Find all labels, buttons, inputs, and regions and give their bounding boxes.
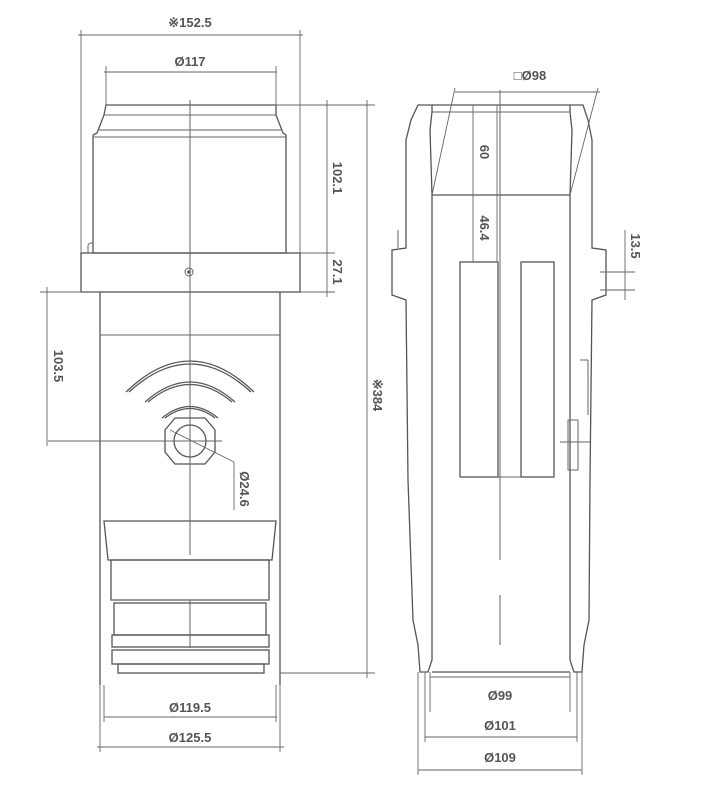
top-depth-label: 60 xyxy=(477,145,492,159)
lower-inner-diameter-label: Ø119.5 xyxy=(169,700,211,715)
bottom-inner-diameter-label: Ø99 xyxy=(488,688,513,703)
flange-thickness-label: 13.5 xyxy=(628,233,643,258)
hole-diameter-label: Ø24.6 xyxy=(237,471,252,506)
overall-width-label: ※152.5 xyxy=(168,15,211,30)
top-square-label: □Ø98 xyxy=(514,68,546,83)
lower-outer-diameter-label: Ø125.5 xyxy=(169,730,212,745)
front-view: ※152.5 Ø117 102.1 27.1 ※384 103.5 Ø24.6 … xyxy=(40,15,385,752)
inner-depth-label: 46.4 xyxy=(477,215,492,241)
bottom-outer-diameter-label: Ø109 xyxy=(484,750,516,765)
upper-height-label: 102.1 xyxy=(330,162,345,195)
bottom-mid-diameter-label: Ø101 xyxy=(484,718,516,733)
total-height-label: ※384 xyxy=(370,379,385,412)
section-view: □Ø98 60 46.4 13.5 Ø99 Ø101 Ø109 xyxy=(391,68,643,775)
flange-height-label: 27.1 xyxy=(330,259,345,284)
hole-offset-label: 103.5 xyxy=(51,350,66,383)
top-diameter-label: Ø117 xyxy=(174,54,205,69)
